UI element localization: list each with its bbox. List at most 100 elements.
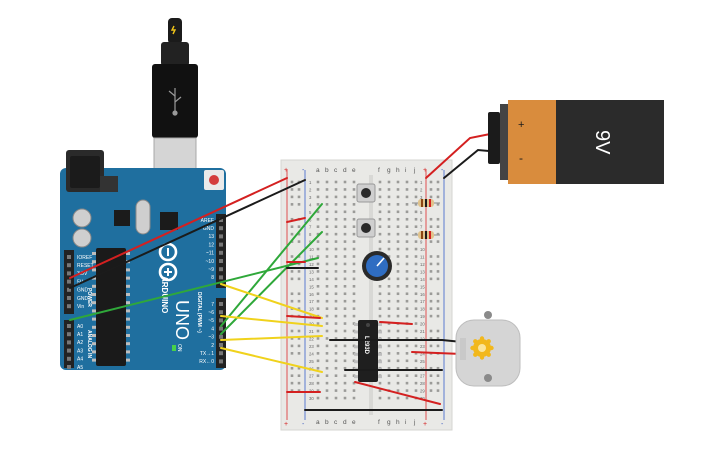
wire-digital-2-yellow: [220, 347, 323, 373]
digital-pin-label: 8: [211, 275, 214, 281]
breadboard-hole: [378, 307, 382, 310]
rail-hole: [290, 337, 294, 340]
column-letter: j: [413, 167, 415, 174]
breadboard-hole: [334, 217, 338, 221]
header-pin: [219, 318, 223, 323]
rail-hole: [429, 292, 433, 296]
breadboard-hole: [325, 337, 329, 340]
row-number: 12: [420, 262, 425, 267]
breadboard-hole: [414, 180, 418, 184]
breadboard-hole: [396, 314, 400, 318]
rail-hole: [429, 217, 433, 221]
breadboard-hole: [396, 232, 400, 236]
breadboard-hole: [316, 344, 320, 348]
header-pin: [67, 271, 71, 276]
breadboard-hole: [325, 277, 329, 281]
header-pin: [67, 365, 71, 369]
breadboard-hole: [405, 389, 409, 392]
rail-hole: [297, 366, 301, 370]
header-pin: [219, 267, 223, 272]
header-pin: [67, 287, 71, 292]
breadboard-hole: [396, 389, 400, 392]
breadboard-hole: [325, 359, 329, 363]
breadboard-hole: [325, 285, 329, 288]
breadboard-hole: [334, 277, 338, 281]
breadboard-hole: [387, 374, 391, 377]
rail-hole: [436, 329, 440, 333]
breadboard-hole: [387, 240, 391, 243]
breadboard-hole: [405, 277, 409, 281]
breadboard-hole: [352, 188, 356, 191]
rail-hole: [297, 262, 301, 266]
usb-interface-chip: [160, 212, 178, 230]
breadboard-hole: [343, 299, 347, 303]
atmega-chip-legs: [92, 252, 130, 362]
breadboard-hole: [405, 255, 409, 258]
row-number: 2: [420, 187, 423, 192]
row-number: 8: [309, 232, 312, 237]
breadboard-hole: [414, 232, 418, 236]
column-letter: h: [396, 167, 400, 174]
breadboard-hole: [396, 277, 400, 281]
rail-hole: [429, 344, 433, 348]
breadboard-hole: [387, 396, 391, 400]
breadboard-hole: [378, 225, 382, 228]
breadboard-hole: [352, 225, 356, 228]
breadboard-hole: [405, 337, 409, 340]
row-number: 1: [420, 180, 423, 185]
center-channel: [369, 175, 373, 415]
breadboard-hole: [343, 329, 347, 333]
row-number: 15: [420, 284, 425, 289]
column-letter: j: [413, 419, 415, 426]
breadboard-hole: [316, 262, 320, 266]
breadboard-hole: [387, 217, 391, 221]
breadboard-hole: [387, 344, 391, 348]
breadboard-hole: [343, 210, 347, 214]
column-letter: e: [352, 167, 356, 174]
header-pin: [219, 259, 223, 263]
breadboard-hole: [414, 299, 418, 303]
rail-hole: [436, 232, 440, 236]
digital-pin-label: ~10: [206, 259, 215, 265]
breadboard-hole: [343, 366, 347, 370]
breadboard-hole: [334, 322, 338, 325]
row-number: 23: [420, 344, 425, 349]
rail-hole: [429, 270, 433, 273]
arduino-uno-board: ARDUINO UNO ON POWER ANALOG IN DIGITAL (…: [60, 150, 226, 371]
wire-ic-red-long: [354, 381, 441, 405]
breadboard-hole: [334, 396, 338, 400]
breadboard-hole: [343, 337, 347, 340]
breadboard-hole: [396, 381, 400, 385]
breadboard-hole: [405, 359, 409, 363]
analog-pin-label: A3: [77, 348, 83, 354]
breadboard-hole: [325, 374, 329, 377]
breadboard-hole: [405, 292, 409, 296]
breadboard-hole: [396, 366, 400, 370]
breadboard-hole: [378, 299, 382, 303]
rail-hole: [297, 277, 301, 281]
rail-hole: [297, 240, 301, 243]
breadboard-hole: [378, 203, 382, 206]
power-pin-label: RESET: [77, 263, 94, 269]
rail-hole: [436, 344, 440, 348]
row-number: 18: [420, 307, 425, 312]
breadboard-hole: [343, 389, 347, 392]
breadboard-hole: [414, 307, 418, 310]
wire-arduino-5v-red: [69, 177, 288, 279]
header-pin: [219, 326, 223, 331]
breadboard-hole: [325, 292, 329, 296]
breadboard-hole: [334, 262, 338, 266]
breadboard-hole: [414, 329, 418, 333]
row-number: 6: [309, 217, 312, 222]
breadboard-hole: [387, 329, 391, 333]
breadboard-hole: [414, 285, 418, 288]
breadboard-hole: [414, 359, 418, 363]
atmega-chip: [96, 248, 126, 366]
rail-hole: [290, 344, 294, 348]
power-pin-label: 3.3V: [77, 271, 88, 277]
header-pin: [67, 304, 71, 309]
rail-hole: [436, 381, 440, 385]
breadboard-hole: [405, 381, 409, 385]
breadboard-hole: [396, 255, 400, 258]
breadboard-hole: [405, 329, 409, 333]
